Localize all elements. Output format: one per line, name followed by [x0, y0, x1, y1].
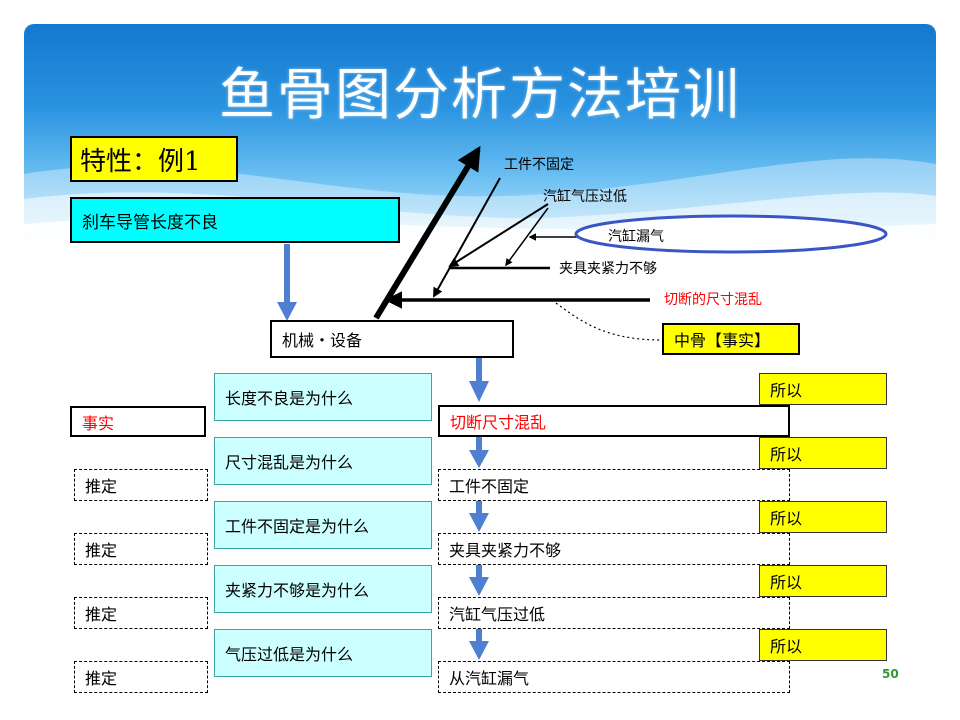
why-question-1: 长度不良是为什么	[214, 373, 432, 421]
fact-tag: 事实	[70, 406, 206, 437]
so-badge-1: 所以	[759, 373, 887, 405]
middle-bone-connector	[555, 302, 663, 341]
so-badge-5: 所以	[759, 629, 887, 661]
property-label: 特性：例1	[80, 146, 201, 177]
label-cylinder-leak: 汽缸漏气	[608, 229, 664, 245]
why-question-4: 夹紧力不够是为什么	[214, 565, 432, 613]
problem-down-arrow-shaft	[284, 244, 290, 304]
cylinder-leak-ellipse	[574, 214, 888, 254]
property-label-box: 特性：例1	[70, 136, 238, 182]
why-answer-1: 切断尺寸混乱	[438, 405, 790, 437]
main-bone-arrow	[373, 145, 481, 320]
problem-box: 刹车导管长度不良	[70, 197, 400, 243]
why-answer-4: 汽缸气压过低	[438, 597, 790, 629]
so-badge-2: 所以	[759, 437, 887, 469]
estimate-tag-4: 推定	[74, 597, 208, 629]
middle-bone-fact-text: 中骨【事实】	[674, 331, 771, 350]
why-answer-3: 夹具夹紧力不够	[438, 533, 790, 565]
page-number: 50	[882, 667, 899, 681]
label-cylinder-pressure-low: 汽缸气压过低	[543, 189, 627, 205]
bone-fixture-not-fixed	[433, 177, 501, 298]
why-chain-arrows	[469, 356, 489, 660]
why-question-3: 工件不固定是为什么	[214, 501, 432, 549]
estimate-tag-2: 推定	[74, 469, 208, 501]
problem-down-arrow-head	[277, 302, 297, 321]
label-clamping-force-insufficient: 夹具夹紧力不够	[559, 261, 657, 277]
problem-text: 刹车导管长度不良	[82, 212, 218, 233]
category-text: 机械・设备	[282, 331, 363, 350]
category-box: 机械・设备	[270, 320, 514, 358]
so-badge-3: 所以	[759, 501, 887, 533]
why-answer-2: 工件不固定	[438, 469, 790, 501]
estimate-tag-3: 推定	[74, 533, 208, 565]
estimate-tag-5: 推定	[74, 661, 208, 693]
why-answer-5: 从汽缸漏气	[438, 661, 790, 693]
middle-bone-fact-box: 中骨【事实】	[662, 323, 800, 355]
so-badge-4: 所以	[759, 565, 887, 597]
bone-cylinder-pressure-low	[448, 203, 549, 268]
label-fixture-not-fixed: 工件不固定	[504, 157, 574, 173]
label-cut-size-mixed: 切断的尺寸混乱	[664, 292, 762, 308]
page-title: 鱼骨图分析方法培训	[219, 63, 741, 128]
why-question-5: 气压过低是为什么	[214, 629, 432, 677]
bone-pressure-to-clamping	[505, 207, 549, 267]
why-question-2: 尺寸混乱是为什么	[214, 437, 432, 485]
